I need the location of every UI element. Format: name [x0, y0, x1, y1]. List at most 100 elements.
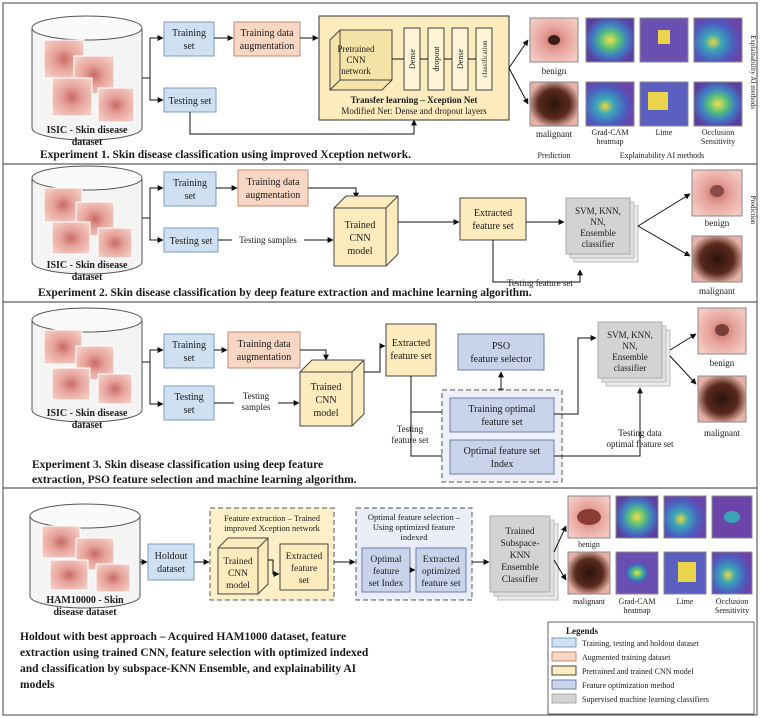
- holdout-clf-5: Classifier: [502, 574, 539, 585]
- dense2-text: Dense: [456, 49, 465, 69]
- gradcam-label-1: Grad-CAM: [592, 128, 629, 137]
- training-set-box-exp3: [163, 333, 215, 369]
- trained-label-2-exp3: CNN: [315, 395, 336, 406]
- trained-label-3-exp2: model: [348, 246, 373, 257]
- clf-label-2-exp3: NN,: [622, 341, 637, 351]
- trained-cnn-cube-exp2: [333, 195, 399, 267]
- holdout-label-2: dataset: [157, 564, 185, 575]
- clf-label-1-exp3: SVM, KNN,: [607, 330, 653, 340]
- extracted-feature-box-exp3: [385, 323, 437, 377]
- augmentation-label-2-exp3: augmentation: [237, 352, 291, 363]
- training-opt-label-1: Training optimal: [468, 404, 535, 415]
- prediction-label: Prediction: [538, 151, 571, 160]
- holdout-trained-2: CNN: [228, 569, 248, 579]
- optimal-index-box: [449, 439, 555, 475]
- holdout-clf-1: Trained: [505, 527, 534, 537]
- holdout-gradcam-benign: [615, 495, 659, 539]
- feature-title-1: Feature extraction – Trained: [224, 513, 321, 523]
- holdout-occlusion-malignant: [711, 551, 753, 595]
- holdout-classifier-box: [489, 515, 551, 593]
- extracted-label-1-exp2: Extracted: [474, 208, 512, 219]
- testing-label-2-exp3: set: [183, 405, 194, 416]
- side-text-exp1: Explainability AI methods: [749, 35, 757, 109]
- testing-label-1-exp3: Testing: [174, 392, 203, 403]
- clf-label-1-exp2: SVM, KNN,: [575, 206, 621, 216]
- augmentation-label-2-exp2: augmentation: [246, 190, 300, 201]
- holdout-occlusion-label-2: Sensitivity: [715, 606, 749, 615]
- experiment-3: ISIC - Skin disease dataset Training set…: [31, 307, 747, 486]
- opt-title-3: indexed: [401, 532, 429, 542]
- holdout-opt-index-3: set Index: [369, 579, 404, 589]
- gradcam-malignant-exp1: [585, 81, 635, 127]
- holdout-opt-extracted-box: [415, 547, 467, 593]
- holdout-lime-label: Lime: [677, 597, 694, 606]
- legend-item-classifiers: Supervised machine learning classifiers: [582, 695, 709, 704]
- caption-exp2: Experiment 2. Skin disease classificatio…: [38, 287, 532, 299]
- malignant-label-exp3: malignant: [704, 428, 740, 438]
- legend-swatch-classifiers: [551, 693, 577, 704]
- dropout-text: dropout: [432, 46, 441, 72]
- augmentation-label-1-exp2: Training data: [246, 177, 300, 188]
- clf-label-4-exp2: classifier: [582, 239, 614, 249]
- legend-frame: [547, 621, 755, 715]
- training-set-box-exp1: [163, 21, 215, 57]
- pso-label-2: feature selector: [470, 354, 532, 365]
- pretrained-label-3: network: [341, 66, 371, 76]
- extracted-feature-box-exp2: [459, 197, 527, 241]
- opt-title-2: Using optimized feature: [373, 522, 455, 532]
- dataset-cylinder-exp2: ISIC - Skin disease dataset: [31, 165, 143, 283]
- legend-item-cnn: Pretrained and trained CNN model: [582, 667, 694, 676]
- testing-feature-label-1-exp3: Testing: [397, 424, 424, 434]
- holdout-opt-extracted-3: feature set: [421, 578, 461, 589]
- testing-feature-label-2-exp3: feature set: [391, 435, 429, 445]
- holdout-malignant-label: malignant: [573, 597, 606, 606]
- holdout-trained-3: model: [226, 581, 250, 591]
- dataset-label-line1-exp2: ISIC - Skin disease: [47, 260, 128, 271]
- holdout-experiment: HAM10000 - Skin disease dataset Holdout …: [20, 495, 753, 691]
- clf-label-3-exp3: Ensemble: [612, 352, 648, 362]
- testing-set-box-exp1: [163, 87, 217, 113]
- augmentation-box-exp1: [233, 21, 301, 57]
- holdout-caption-2: extraction using trained CNN, feature se…: [20, 647, 369, 659]
- caption-exp3-line2: extraction, PSO feature selection and ma…: [32, 474, 357, 486]
- holdout-label-1: Holdout: [155, 551, 188, 562]
- dataset-label-line1: ISIC - Skin disease: [47, 125, 128, 136]
- testing-label-exp2: Testing set: [170, 236, 213, 247]
- holdout-caption-4: models: [20, 679, 55, 691]
- classifier-box-exp3: [597, 321, 663, 379]
- testing-data-label-1: Testing data: [618, 428, 662, 438]
- holdout-extracted-3: set: [299, 576, 310, 586]
- augmentation-label-1: Training data: [240, 28, 294, 39]
- gradcam-benign-exp1: [585, 17, 635, 63]
- testing-set-label: Testing set: [169, 96, 212, 107]
- gradcam-label-2: heatmap: [596, 137, 623, 146]
- legend-swatch-augmented: [551, 651, 577, 662]
- holdout-clf-2: Subspace-: [500, 539, 539, 549]
- dataset-label-line2-exp3: dataset: [72, 420, 103, 431]
- xai-methods-label: Explainability AI methods: [620, 151, 704, 160]
- occlusion-label-1: Occlusion: [702, 128, 734, 137]
- training-set-box-exp2: [163, 171, 217, 207]
- holdout-gradcam-label-2: heatmap: [623, 606, 650, 615]
- testing-samples-label-1-exp3: Testing: [243, 391, 270, 401]
- malignant-image-exp1: [529, 81, 579, 127]
- testing-data-label-2: optimal feature set: [607, 439, 674, 449]
- pretrained-label-1: Pretrained: [338, 44, 375, 54]
- testing-set-box-exp3: [163, 385, 215, 421]
- opt-index-label-2: Index: [491, 459, 514, 470]
- opt-title-1: Optimal feature selection –: [368, 512, 461, 522]
- modified-net-text: Modified Net: Dense and dropout layers: [341, 106, 487, 116]
- lime-benign-exp1: [639, 17, 689, 63]
- training-label-2-exp2: set: [184, 191, 195, 202]
- holdout-gradcam-label-1: Grad-CAM: [619, 597, 656, 606]
- holdout-caption-3: and classification by subspace-KNN Ensem…: [20, 663, 357, 675]
- feature-title-2: improved Xception network: [224, 523, 321, 533]
- dataset-cylinder-exp3: ISIC - Skin disease dataset: [31, 307, 143, 431]
- holdout-opt-index-box: [361, 547, 411, 593]
- occlusion-label-2: Sensitivity: [701, 137, 735, 146]
- holdout-trained-1: Trained: [223, 557, 252, 567]
- experiment-1: ISIC - Skin disease dataset Training set…: [31, 15, 757, 161]
- holdout-malignant-image: [567, 551, 611, 595]
- dataset-cylinder-holdout: HAM10000 - Skin disease dataset: [29, 503, 141, 618]
